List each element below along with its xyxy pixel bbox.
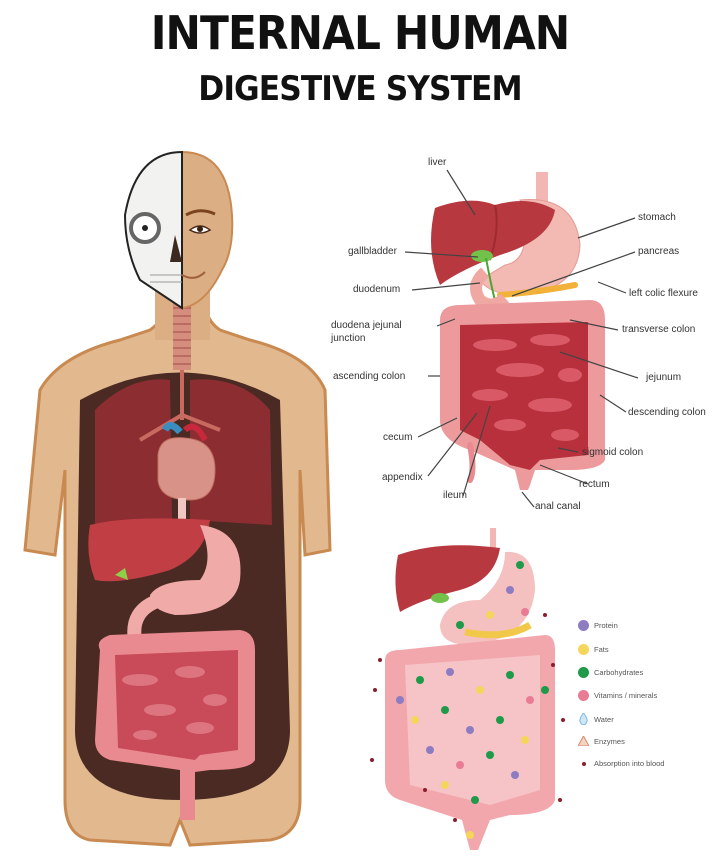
label-jejunum: jejunum	[646, 372, 682, 383]
label-ileum: ileum	[443, 490, 467, 501]
legend-item-water: Water	[578, 712, 614, 726]
label-transverse-colon: transverse colon	[622, 324, 696, 335]
legend-item-protein: Protein	[578, 620, 618, 631]
label-anal-canal: anal canal	[535, 501, 581, 512]
label-duodenum: duodenum	[353, 284, 401, 295]
legend-label: Absorption into blood	[594, 759, 665, 768]
enzymes-triangle-icon	[577, 734, 590, 747]
label-appendix: appendix	[382, 472, 423, 483]
nutrient-particles	[396, 561, 549, 839]
absorption-dot-icon	[582, 761, 586, 766]
human-body-figure	[23, 150, 332, 847]
label-left-colic-flexure: left colic flexure	[629, 288, 698, 299]
labeled-digestive-diagram	[404, 169, 639, 508]
legend-label: Vitamins / minerals	[594, 691, 658, 700]
vitamins-circle-icon	[578, 690, 589, 701]
label-cecum: cecum	[383, 432, 413, 443]
fats-circle-icon	[578, 644, 589, 655]
label-liver: liver	[428, 157, 447, 168]
label-duodena-jejunal: duodena jejunal	[331, 320, 402, 331]
legend-item-enzymes: Enzymes	[577, 734, 625, 747]
legend-label: Enzymes	[594, 736, 625, 746]
label-rectum: rectum	[579, 479, 610, 490]
label-stomach: stomach	[638, 212, 676, 223]
title-line-1: INTERNAL HUMAN	[150, 6, 571, 60]
legend-label: Carbohydrates	[594, 668, 644, 677]
legend-label: Fats	[594, 645, 609, 654]
legend-item-absorption: Absorption into blood	[578, 759, 664, 768]
title-line-2: DIGESTIVE SYSTEM	[198, 69, 522, 109]
legend-label: Water	[594, 714, 614, 724]
label-junction: junction	[331, 333, 366, 344]
label-descending-colon: descending colon	[628, 407, 706, 418]
nutrient-absorption-diagram	[370, 528, 565, 850]
label-pancreas: pancreas	[638, 246, 680, 257]
legend-item-vitamins: Vitamins / minerals	[578, 690, 657, 701]
protein-circle-icon	[578, 620, 589, 631]
legend-label: Protein	[594, 621, 618, 630]
absorption-dots	[370, 613, 565, 822]
legend-item-carbohydrates: Carbohydrates	[578, 667, 643, 678]
water-droplet-icon	[578, 712, 589, 726]
carbohydrates-circle-icon	[578, 667, 589, 678]
label-sigmoid-colon: sigmoid colon	[582, 447, 644, 458]
legend-item-fats: Fats	[578, 644, 609, 655]
label-gallbladder: gallbladder	[348, 246, 397, 257]
label-ascending-colon: ascending colon	[333, 371, 406, 382]
